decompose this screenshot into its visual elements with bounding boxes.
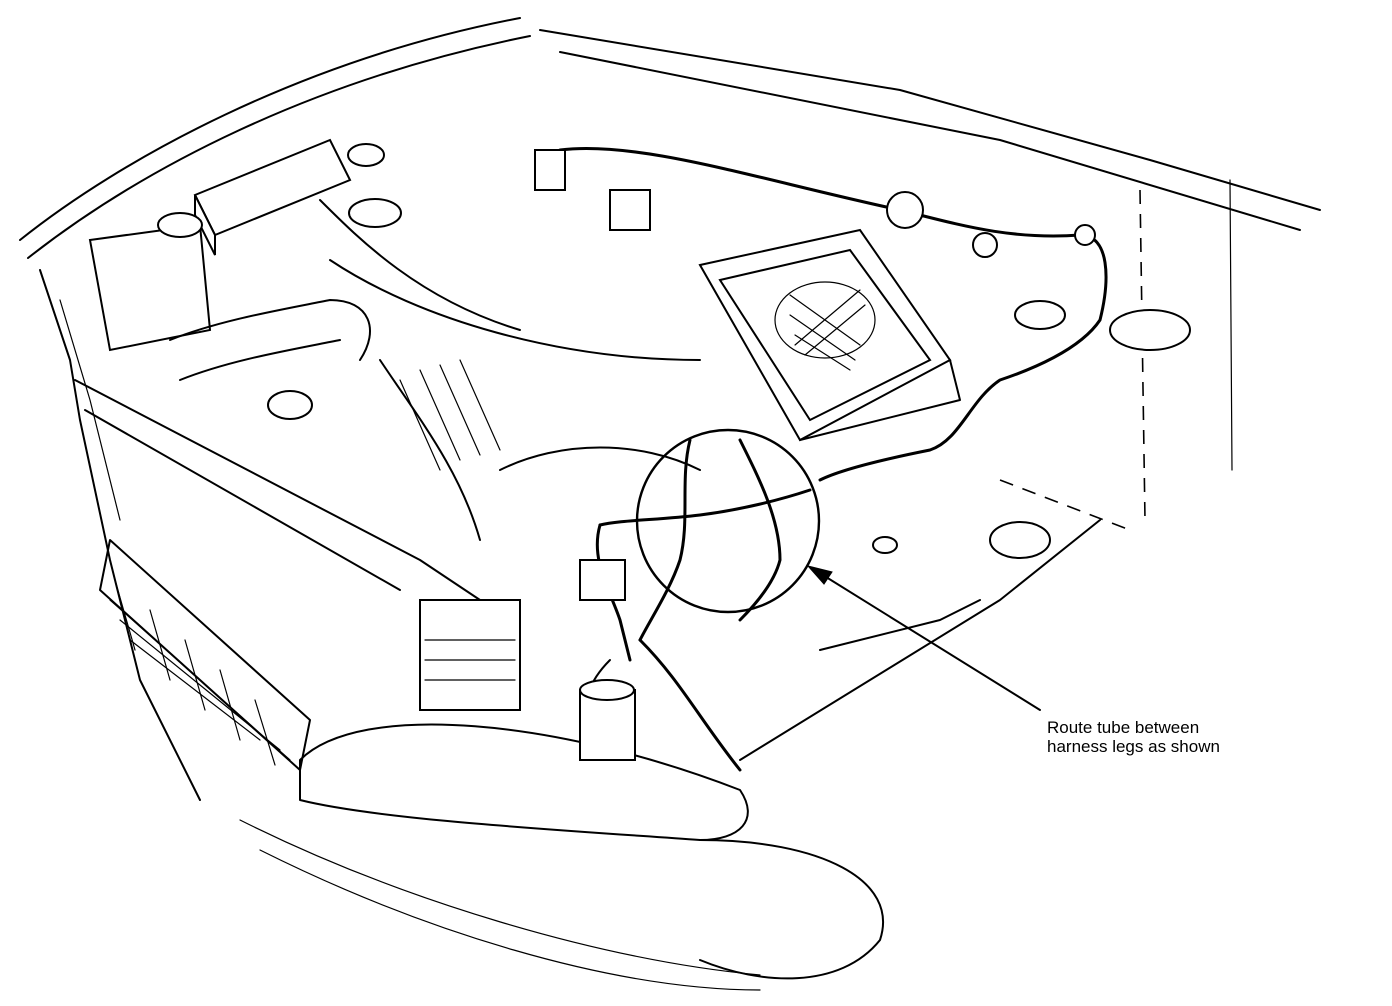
radiator-support [74, 138, 481, 601]
left-fender [39, 269, 201, 801]
callout-line-2: harness legs as shown [1047, 737, 1220, 756]
front-bumper [239, 723, 885, 991]
vacuum-tube-route [534, 146, 1108, 662]
intake-manifold [169, 199, 701, 541]
callout-leader-arrow [806, 565, 1041, 711]
wiring-harness [585, 438, 782, 772]
front-grille [99, 539, 311, 771]
air-cleaner-box [698, 228, 961, 442]
callout-label: Route tube between harness legs as shown [1047, 718, 1307, 756]
callout-line-1: Route tube between [1047, 718, 1200, 737]
strut-tower [739, 300, 1191, 761]
canister-solenoid [419, 559, 636, 761]
detail-circle [635, 428, 821, 614]
hood-outline [19, 17, 1321, 531]
